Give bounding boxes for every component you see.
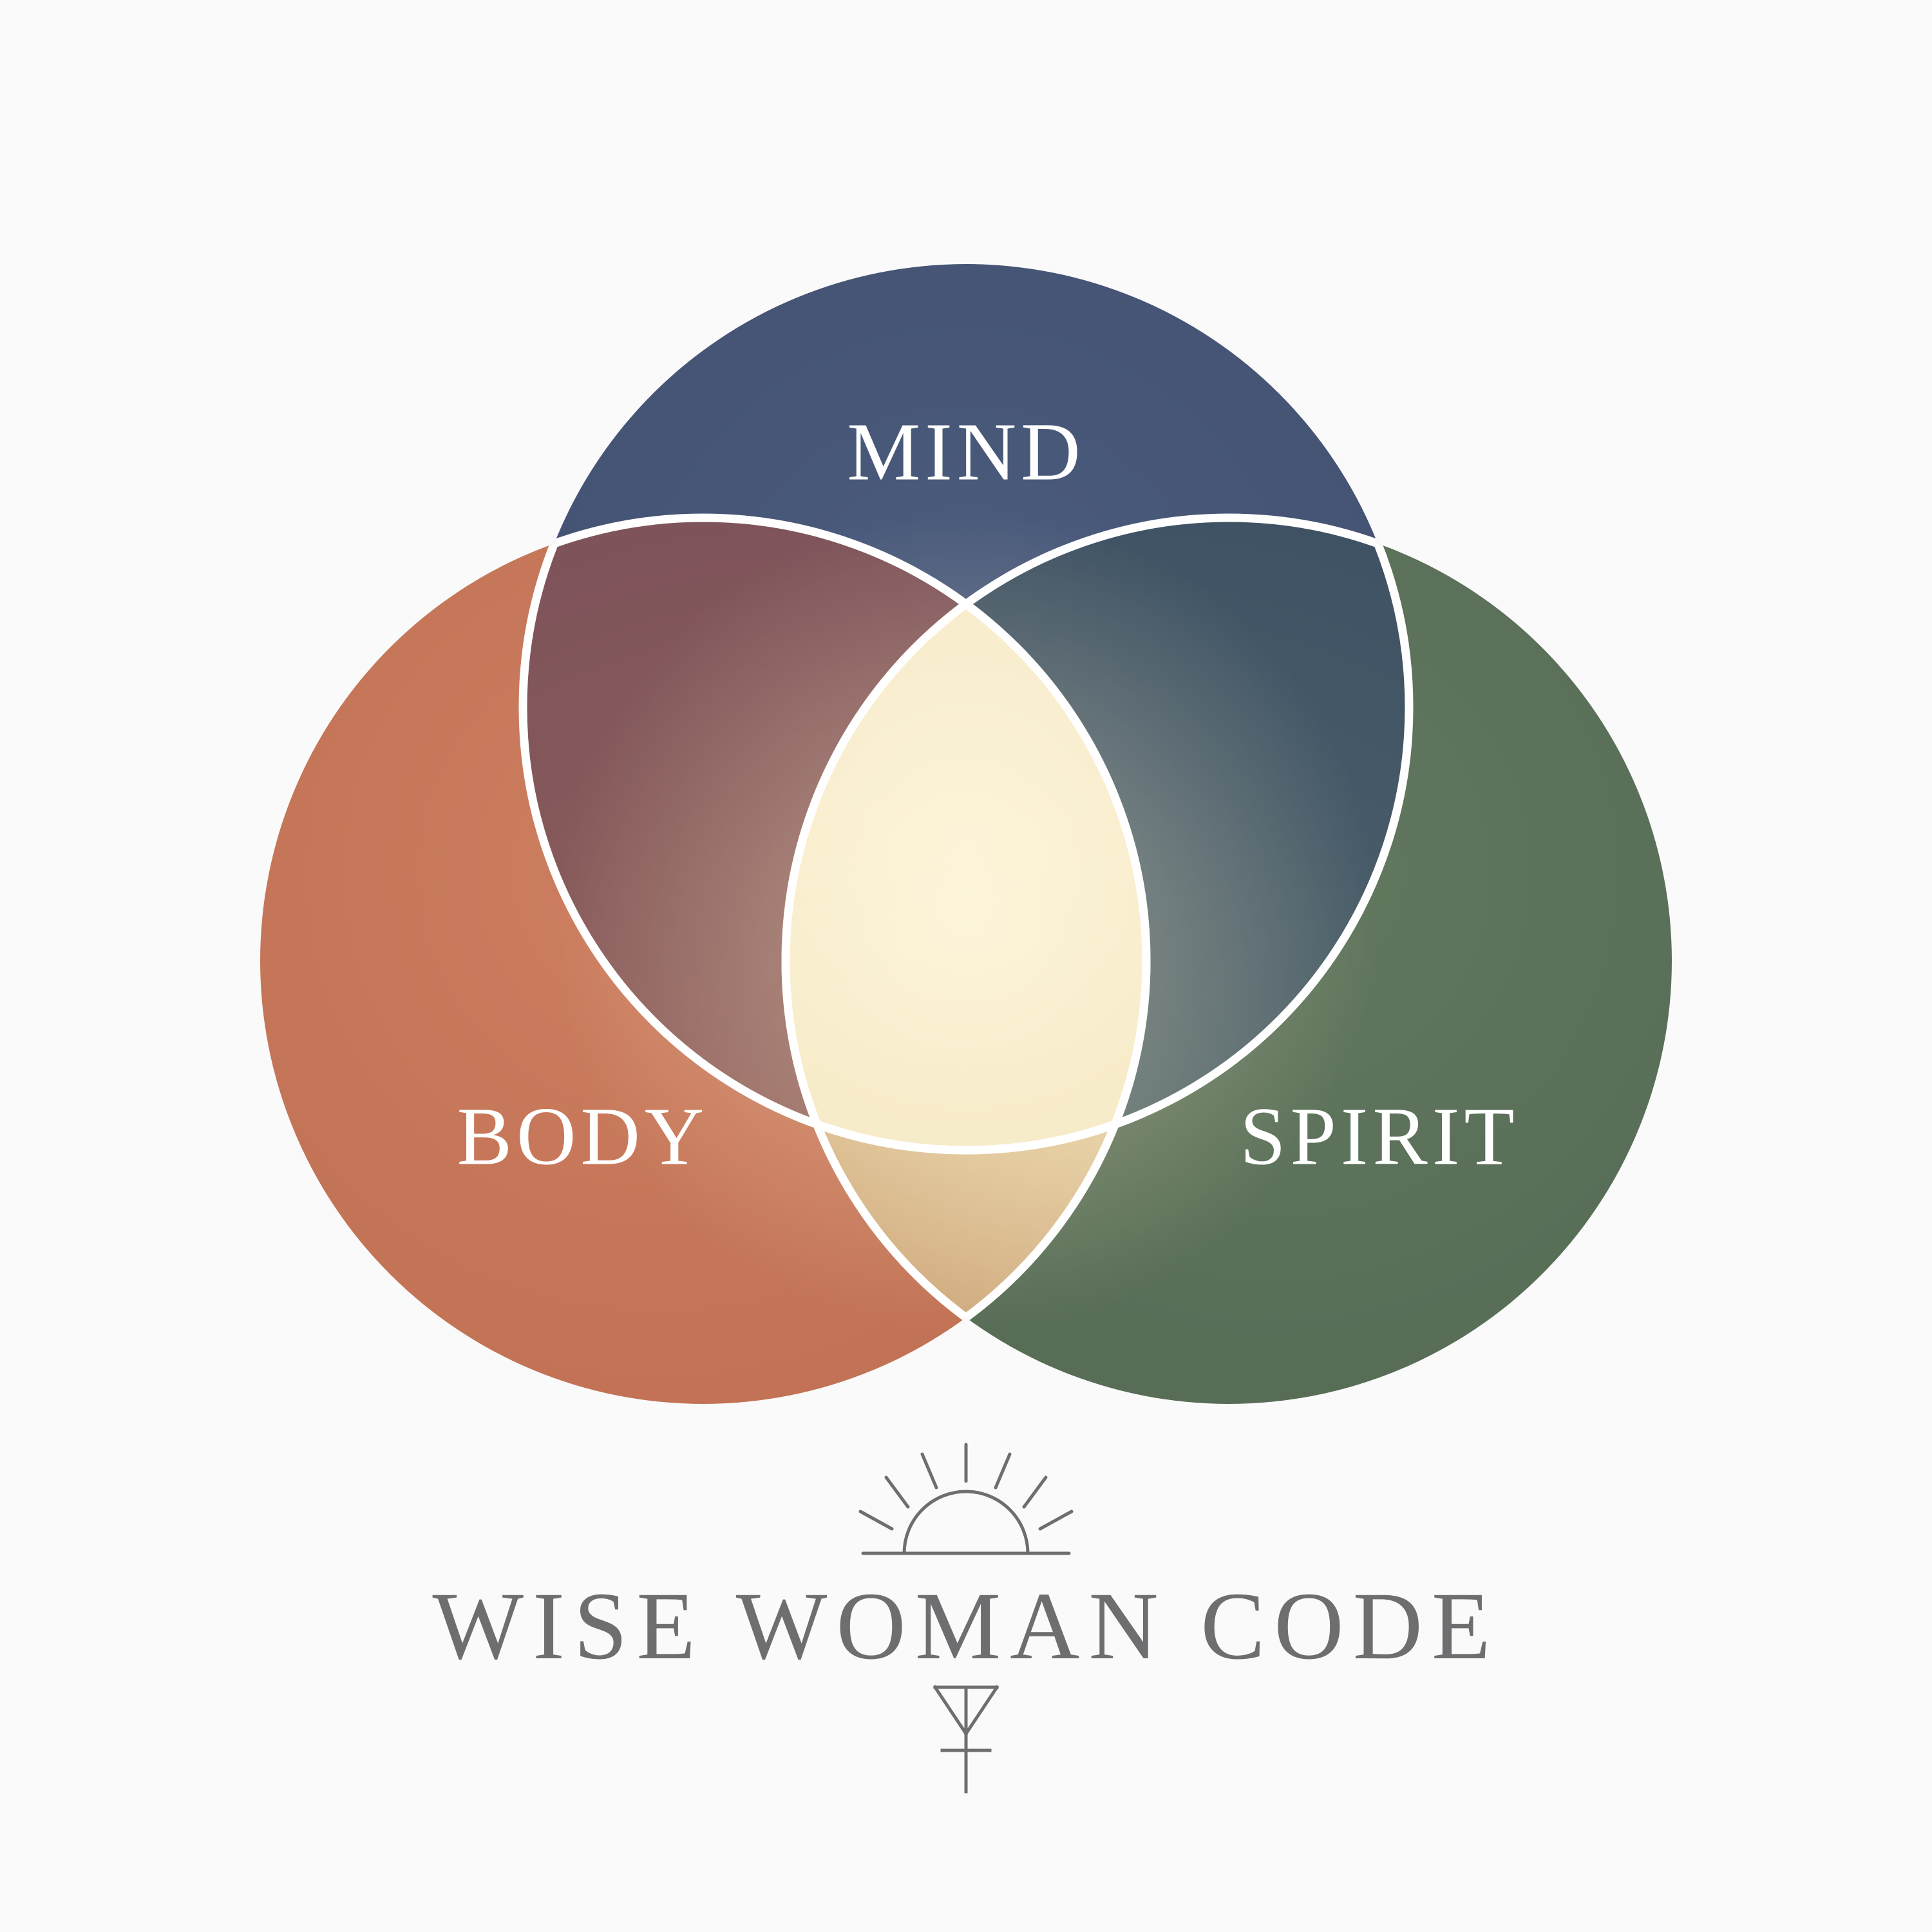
outline-spirit-in-body: [781, 518, 1146, 1404]
brand-name: WISE WOMAN CODE: [432, 1573, 1499, 1680]
outline-mind-in-spirit: [786, 518, 1414, 1155]
chalice-icon: [933, 1685, 999, 1794]
venn-label-body: BODY: [457, 1090, 709, 1182]
venn-label-spirit: SPIRIT: [1240, 1090, 1519, 1182]
center-glow: [554, 509, 1378, 1333]
sunrise-icon: [858, 1443, 1074, 1555]
venn-outlines: [518, 513, 1414, 1404]
outline-body-in-spirit: [786, 518, 1151, 1404]
venn-label-mind: MIND: [847, 406, 1084, 497]
